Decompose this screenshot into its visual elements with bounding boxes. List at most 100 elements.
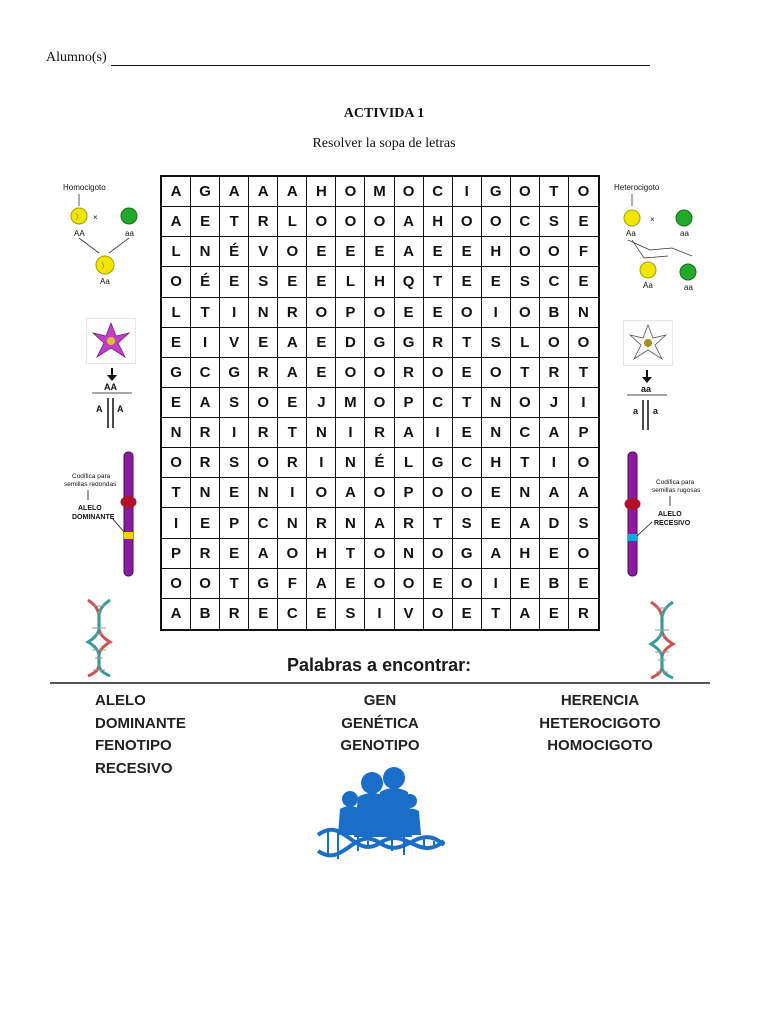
grid-cell[interactable]: R (278, 448, 308, 479)
grid-cell[interactable]: E (452, 267, 482, 298)
grid-cell[interactable]: O (510, 237, 540, 268)
grid-cell[interactable]: I (568, 388, 598, 419)
grid-cell[interactable]: J (307, 387, 337, 419)
grid-cell[interactable]: E (452, 357, 482, 388)
grid-cell[interactable]: E (452, 418, 482, 449)
grid-cell[interactable]: E (336, 237, 366, 268)
grid-cell[interactable]: N (394, 538, 424, 569)
grid-cell[interactable]: S (220, 448, 250, 479)
grid-cell[interactable]: N (191, 478, 221, 509)
grid-cell[interactable]: G (220, 357, 250, 388)
grid-cell[interactable]: O (365, 478, 395, 509)
grid-cell[interactable]: I (452, 177, 482, 208)
grid-cell[interactable]: S (336, 598, 366, 629)
grid-cell[interactable]: R (578, 605, 589, 623)
grid-cell[interactable]: T (220, 207, 250, 238)
grid-cell[interactable]: T (220, 568, 250, 599)
grid-cell[interactable]: S (539, 207, 569, 238)
grid-cell[interactable]: O (452, 478, 482, 509)
grid-cell[interactable]: H (307, 177, 337, 208)
grid-cell[interactable]: É (220, 237, 250, 268)
grid-cell[interactable]: R (307, 508, 337, 539)
grid-cell[interactable]: I (423, 418, 453, 449)
grid-cell[interactable]: E (365, 237, 395, 268)
grid-cell[interactable]: T (482, 598, 511, 629)
grid-cell[interactable]: N (510, 478, 540, 509)
grid-cell[interactable]: A (481, 538, 511, 569)
grid-cell[interactable]: O (162, 568, 192, 599)
grid-cell[interactable]: L (162, 297, 192, 328)
grid-cell[interactable]: N (249, 478, 279, 509)
grid-cell[interactable]: G (365, 327, 395, 358)
grid-cell[interactable]: R (365, 418, 395, 449)
grid-cell[interactable]: T (191, 297, 221, 328)
grid-cell[interactable]: O (365, 297, 395, 328)
grid-cell[interactable]: E (539, 538, 569, 569)
grid-cell[interactable]: T (510, 448, 540, 479)
grid-cell[interactable]: A (162, 598, 192, 629)
grid-cell[interactable]: O (568, 448, 598, 479)
grid-cell[interactable]: T (423, 508, 453, 539)
grid-cell[interactable]: R (191, 448, 221, 479)
grid-cell[interactable]: N (336, 508, 366, 539)
grid-cell[interactable]: S (568, 508, 598, 539)
grid-cell[interactable]: E (481, 508, 511, 539)
grid-cell[interactable]: R (191, 418, 221, 449)
grid-cell[interactable]: O (278, 538, 308, 569)
grid-cell[interactable]: A (336, 478, 366, 509)
grid-cell[interactable]: G (249, 568, 279, 599)
grid-cell[interactable]: H (510, 538, 540, 569)
grid-cell[interactable]: O (539, 327, 569, 358)
grid-cell[interactable]: C (510, 418, 540, 449)
grid-cell[interactable]: S (481, 327, 511, 358)
grid-cell[interactable]: E (423, 237, 453, 268)
grid-cell[interactable]: O (336, 207, 366, 238)
grid-cell[interactable]: C (423, 387, 453, 419)
grid-cell[interactable]: O (365, 538, 395, 569)
grid-cell[interactable]: R (394, 357, 424, 388)
grid-cell[interactable]: T (452, 327, 482, 358)
grid-cell[interactable]: L (510, 327, 540, 358)
grid-cell[interactable]: É (191, 267, 221, 298)
grid-cell[interactable]: J (539, 387, 569, 419)
grid-cell[interactable]: E (220, 538, 250, 569)
grid-cell[interactable]: T (336, 538, 366, 569)
grid-cell[interactable]: P (220, 508, 250, 539)
grid-cell[interactable]: P (336, 297, 366, 328)
grid-cell[interactable]: R (191, 538, 221, 569)
grid-cell[interactable]: I (481, 297, 511, 328)
grid-cell[interactable]: O (162, 267, 192, 298)
grid-cell[interactable]: C (539, 267, 569, 298)
grid-cell[interactable]: B (539, 297, 569, 328)
grid-cell[interactable]: F (278, 568, 308, 599)
grid-cell[interactable]: H (307, 538, 337, 569)
grid-cell[interactable]: V (220, 327, 250, 358)
grid-cell[interactable]: O (365, 357, 395, 388)
grid-cell[interactable]: R (220, 598, 250, 629)
grid-cell[interactable]: O (568, 177, 598, 208)
grid-cell[interactable]: E (307, 267, 337, 298)
grid-cell[interactable]: R (539, 357, 569, 388)
student-name-blank[interactable] (110, 51, 650, 66)
grid-cell[interactable]: P (568, 418, 598, 449)
grid-cell[interactable]: C (191, 357, 221, 388)
grid-cell[interactable]: G (481, 177, 511, 208)
grid-cell[interactable]: O (481, 207, 511, 238)
grid-cell[interactable]: D (336, 327, 366, 358)
grid-cell[interactable]: C (452, 448, 482, 479)
grid-cell[interactable]: E (278, 267, 308, 298)
grid-cell[interactable]: R (249, 207, 279, 238)
grid-cell[interactable]: O (365, 387, 395, 419)
grid-cell[interactable]: O (510, 387, 540, 419)
grid-cell[interactable]: I (365, 598, 395, 629)
grid-cell[interactable]: E (423, 568, 453, 599)
grid-cell[interactable]: A (191, 387, 221, 419)
grid-cell[interactable]: L (394, 448, 424, 479)
grid-cell[interactable]: C (423, 177, 453, 208)
grid-cell[interactable]: E (568, 569, 598, 599)
grid-cell[interactable]: H (423, 207, 453, 238)
grid-cell[interactable]: E (249, 327, 279, 358)
grid-cell[interactable]: E (307, 237, 337, 268)
grid-cell[interactable]: A (394, 207, 424, 238)
grid-cell[interactable]: A (249, 177, 279, 208)
